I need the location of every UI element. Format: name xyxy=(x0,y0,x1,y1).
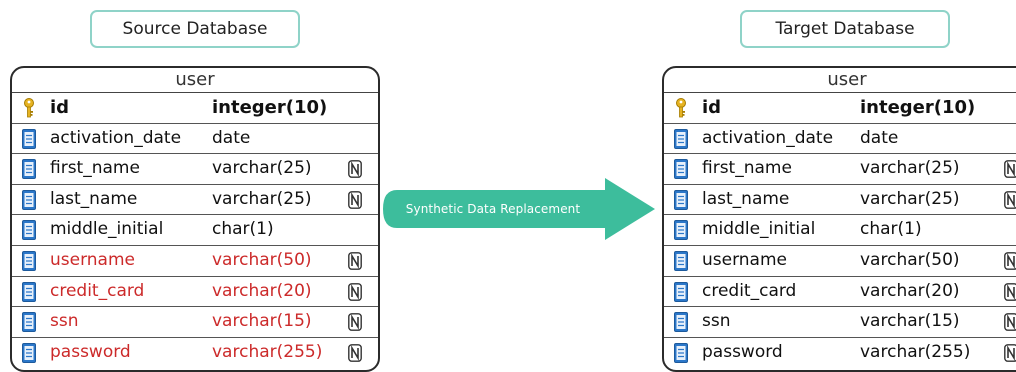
column-icon xyxy=(22,312,36,333)
field-name: middle_initial xyxy=(50,219,164,240)
field-name: username xyxy=(702,249,787,270)
table-row: middle_initial char(1) xyxy=(12,215,378,246)
column-icon xyxy=(22,189,36,210)
target-database-label-text: Target Database xyxy=(775,19,915,39)
column-icon xyxy=(674,159,688,180)
source-database-label: Source Database xyxy=(90,10,300,48)
column-icon xyxy=(22,128,36,149)
column-icon xyxy=(22,250,36,271)
nullable-n-icon xyxy=(1004,252,1016,270)
nullable-n-icon xyxy=(348,282,362,301)
arrow-shape xyxy=(383,178,655,240)
field-type: integer(10) xyxy=(860,97,976,118)
column-icon xyxy=(22,159,36,180)
field-type: char(1) xyxy=(212,219,274,240)
field-name: first_name xyxy=(702,158,792,179)
nullable-n-icon xyxy=(348,252,362,270)
field-name: first_name xyxy=(50,158,140,179)
source-table-title: user xyxy=(12,68,378,93)
table-row: password varchar(255) xyxy=(12,338,378,369)
field-type: date xyxy=(860,127,899,148)
column-icon xyxy=(674,128,688,149)
field-type: varchar(20) xyxy=(212,280,312,301)
source-table-rows: id integer(10) activation_date date first_na… xyxy=(12,93,378,368)
source-database-label-text: Source Database xyxy=(122,19,268,39)
nullable-n-icon xyxy=(1004,282,1016,301)
column-icon xyxy=(674,189,688,210)
field-type: char(1) xyxy=(860,219,922,240)
nullable-n-icon xyxy=(348,160,362,179)
nullable-n-icon xyxy=(348,190,362,209)
column-icon xyxy=(22,220,36,241)
field-type: varchar(255) xyxy=(860,341,971,362)
nullable-n-icon xyxy=(1004,313,1016,332)
field-name: username xyxy=(50,249,135,270)
table-row: username varchar(50) xyxy=(12,246,378,277)
field-name: password xyxy=(50,341,131,362)
field-type: varchar(15) xyxy=(860,311,960,332)
field-name: ssn xyxy=(50,311,79,332)
key-icon xyxy=(22,98,36,118)
field-name: ssn xyxy=(702,311,731,332)
column-icon xyxy=(674,220,688,241)
table-row: first_name varchar(25) xyxy=(12,154,378,185)
nullable-n-icon xyxy=(348,343,362,362)
field-type: varchar(255) xyxy=(212,341,323,362)
table-row: last_name varchar(25) xyxy=(664,185,1016,216)
field-type: integer(10) xyxy=(212,97,328,118)
field-type: varchar(25) xyxy=(212,188,312,209)
table-row: activation_date date xyxy=(12,124,378,155)
table-row: username varchar(50) xyxy=(664,246,1016,277)
field-type: date xyxy=(212,127,251,148)
field-type: varchar(20) xyxy=(860,280,960,301)
column-icon xyxy=(22,342,36,363)
table-row: activation_date date xyxy=(664,124,1016,155)
field-name: id xyxy=(702,97,722,118)
field-name: credit_card xyxy=(702,280,797,301)
table-row: id integer(10) xyxy=(664,93,1016,124)
column-icon xyxy=(674,342,688,363)
table-row: last_name varchar(25) xyxy=(12,185,378,216)
target-table-title: user xyxy=(664,68,1016,93)
table-row: credit_card varchar(20) xyxy=(664,277,1016,308)
field-name: password xyxy=(702,341,783,362)
table-row: credit_card varchar(20) xyxy=(12,277,378,308)
column-icon xyxy=(22,281,36,302)
nullable-n-icon xyxy=(1004,343,1016,362)
source-user-table: user id integer(10) activation_date date fir… xyxy=(10,66,380,372)
field-name: id xyxy=(50,97,70,118)
table-row: id integer(10) xyxy=(12,93,378,124)
replacement-arrow: Synthetic Data Replacement xyxy=(383,178,655,240)
key-icon xyxy=(674,98,688,118)
field-type: varchar(25) xyxy=(860,158,960,179)
table-row: first_name varchar(25) xyxy=(664,154,1016,185)
target-user-table: user id integer(10) activation_date date fir… xyxy=(662,66,1016,372)
nullable-n-icon xyxy=(1004,160,1016,179)
nullable-n-icon xyxy=(348,313,362,332)
table-row: ssn varchar(15) xyxy=(12,307,378,338)
field-type: varchar(50) xyxy=(860,249,960,270)
table-row: password varchar(255) xyxy=(664,338,1016,369)
table-row: ssn varchar(15) xyxy=(664,307,1016,338)
field-name: activation_date xyxy=(50,127,182,148)
field-name: last_name xyxy=(702,188,790,209)
field-name: credit_card xyxy=(50,280,145,301)
target-database-label: Target Database xyxy=(740,10,950,48)
field-name: activation_date xyxy=(702,127,834,148)
field-name: last_name xyxy=(50,188,138,209)
column-icon xyxy=(674,312,688,333)
target-table-rows: id integer(10) activation_date date first_na… xyxy=(664,93,1016,368)
field-type: varchar(50) xyxy=(212,249,312,270)
field-type: varchar(25) xyxy=(860,188,960,209)
table-row: middle_initial char(1) xyxy=(664,215,1016,246)
field-name: middle_initial xyxy=(702,219,816,240)
column-icon xyxy=(674,250,688,271)
column-icon xyxy=(674,281,688,302)
arrow-label: Synthetic Data Replacement xyxy=(405,202,581,216)
field-type: varchar(25) xyxy=(212,158,312,179)
field-type: varchar(15) xyxy=(212,311,312,332)
nullable-n-icon xyxy=(1004,190,1016,209)
